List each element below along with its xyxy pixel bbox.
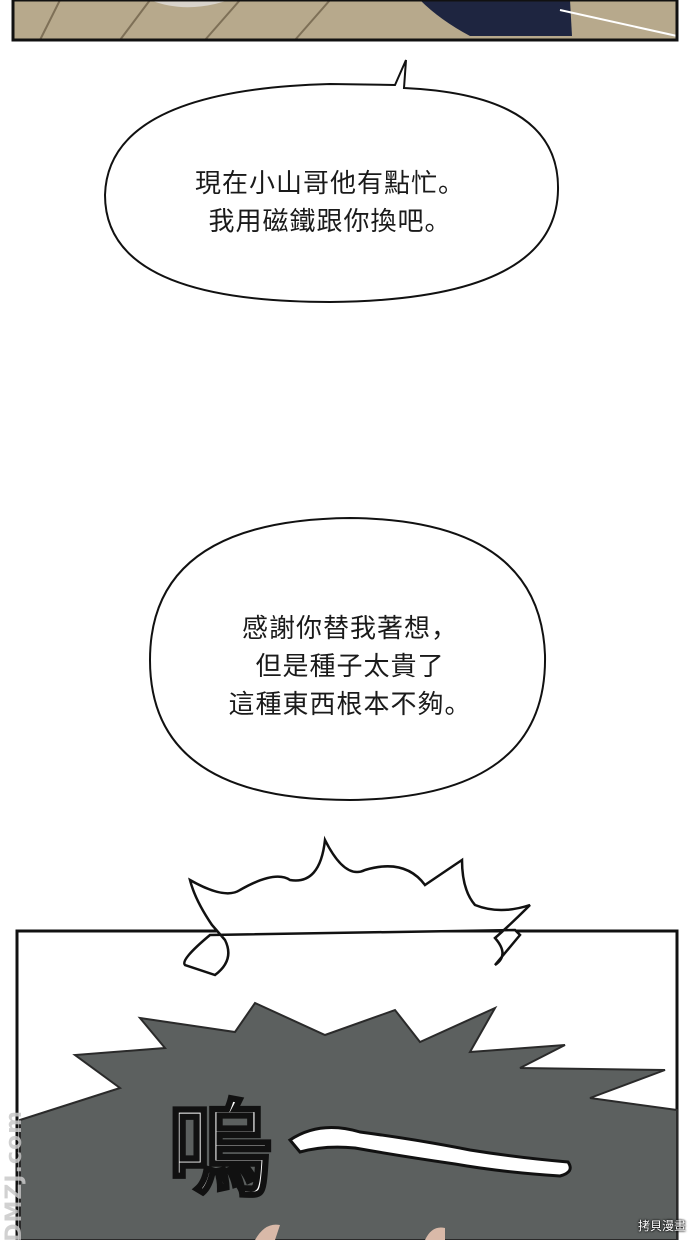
- bubble-1-line-2: 我用磁鐵跟你換吧。: [208, 207, 452, 237]
- top-panel-border: [11, 0, 679, 42]
- floor-planks: [39, 0, 331, 41]
- sfx-tail: [287, 1126, 572, 1178]
- bubble-2-line-1: 感謝你替我著想，: [241, 614, 458, 644]
- corner-watermark: 拷貝漫畫: [637, 1219, 686, 1233]
- hair-shape: [19, 1001, 678, 1240]
- speech-bubble-2: [148, 516, 547, 802]
- speech-bubble-1: [103, 59, 560, 304]
- bubble-2-line-3: 這種東西根本不夠。: [228, 690, 472, 720]
- top-panel: [11, 0, 679, 42]
- sfx-glyph: 嗚: [168, 1089, 272, 1211]
- bubble-2-line-2: 但是種子太貴了: [255, 652, 445, 682]
- face-hint-2: [425, 1227, 445, 1240]
- shoe-shape: [150, 0, 230, 8]
- bubble-2-text: 感謝你替我著想， 但是種子太貴了 這種東西根本不夠。: [160, 610, 540, 724]
- bubble-1-line-1: 現在小山哥他有點忙。: [194, 169, 465, 199]
- side-watermark: DMZJ.com: [2, 1110, 27, 1242]
- bubble-1-text: 現在小山哥他有點忙。 我用磁鐵跟你換吧。: [130, 165, 530, 241]
- face-hint: [255, 1224, 280, 1240]
- jacket-shape: [420, 0, 572, 36]
- panel-highlight: [559, 9, 678, 37]
- burst-shape: [183, 835, 531, 977]
